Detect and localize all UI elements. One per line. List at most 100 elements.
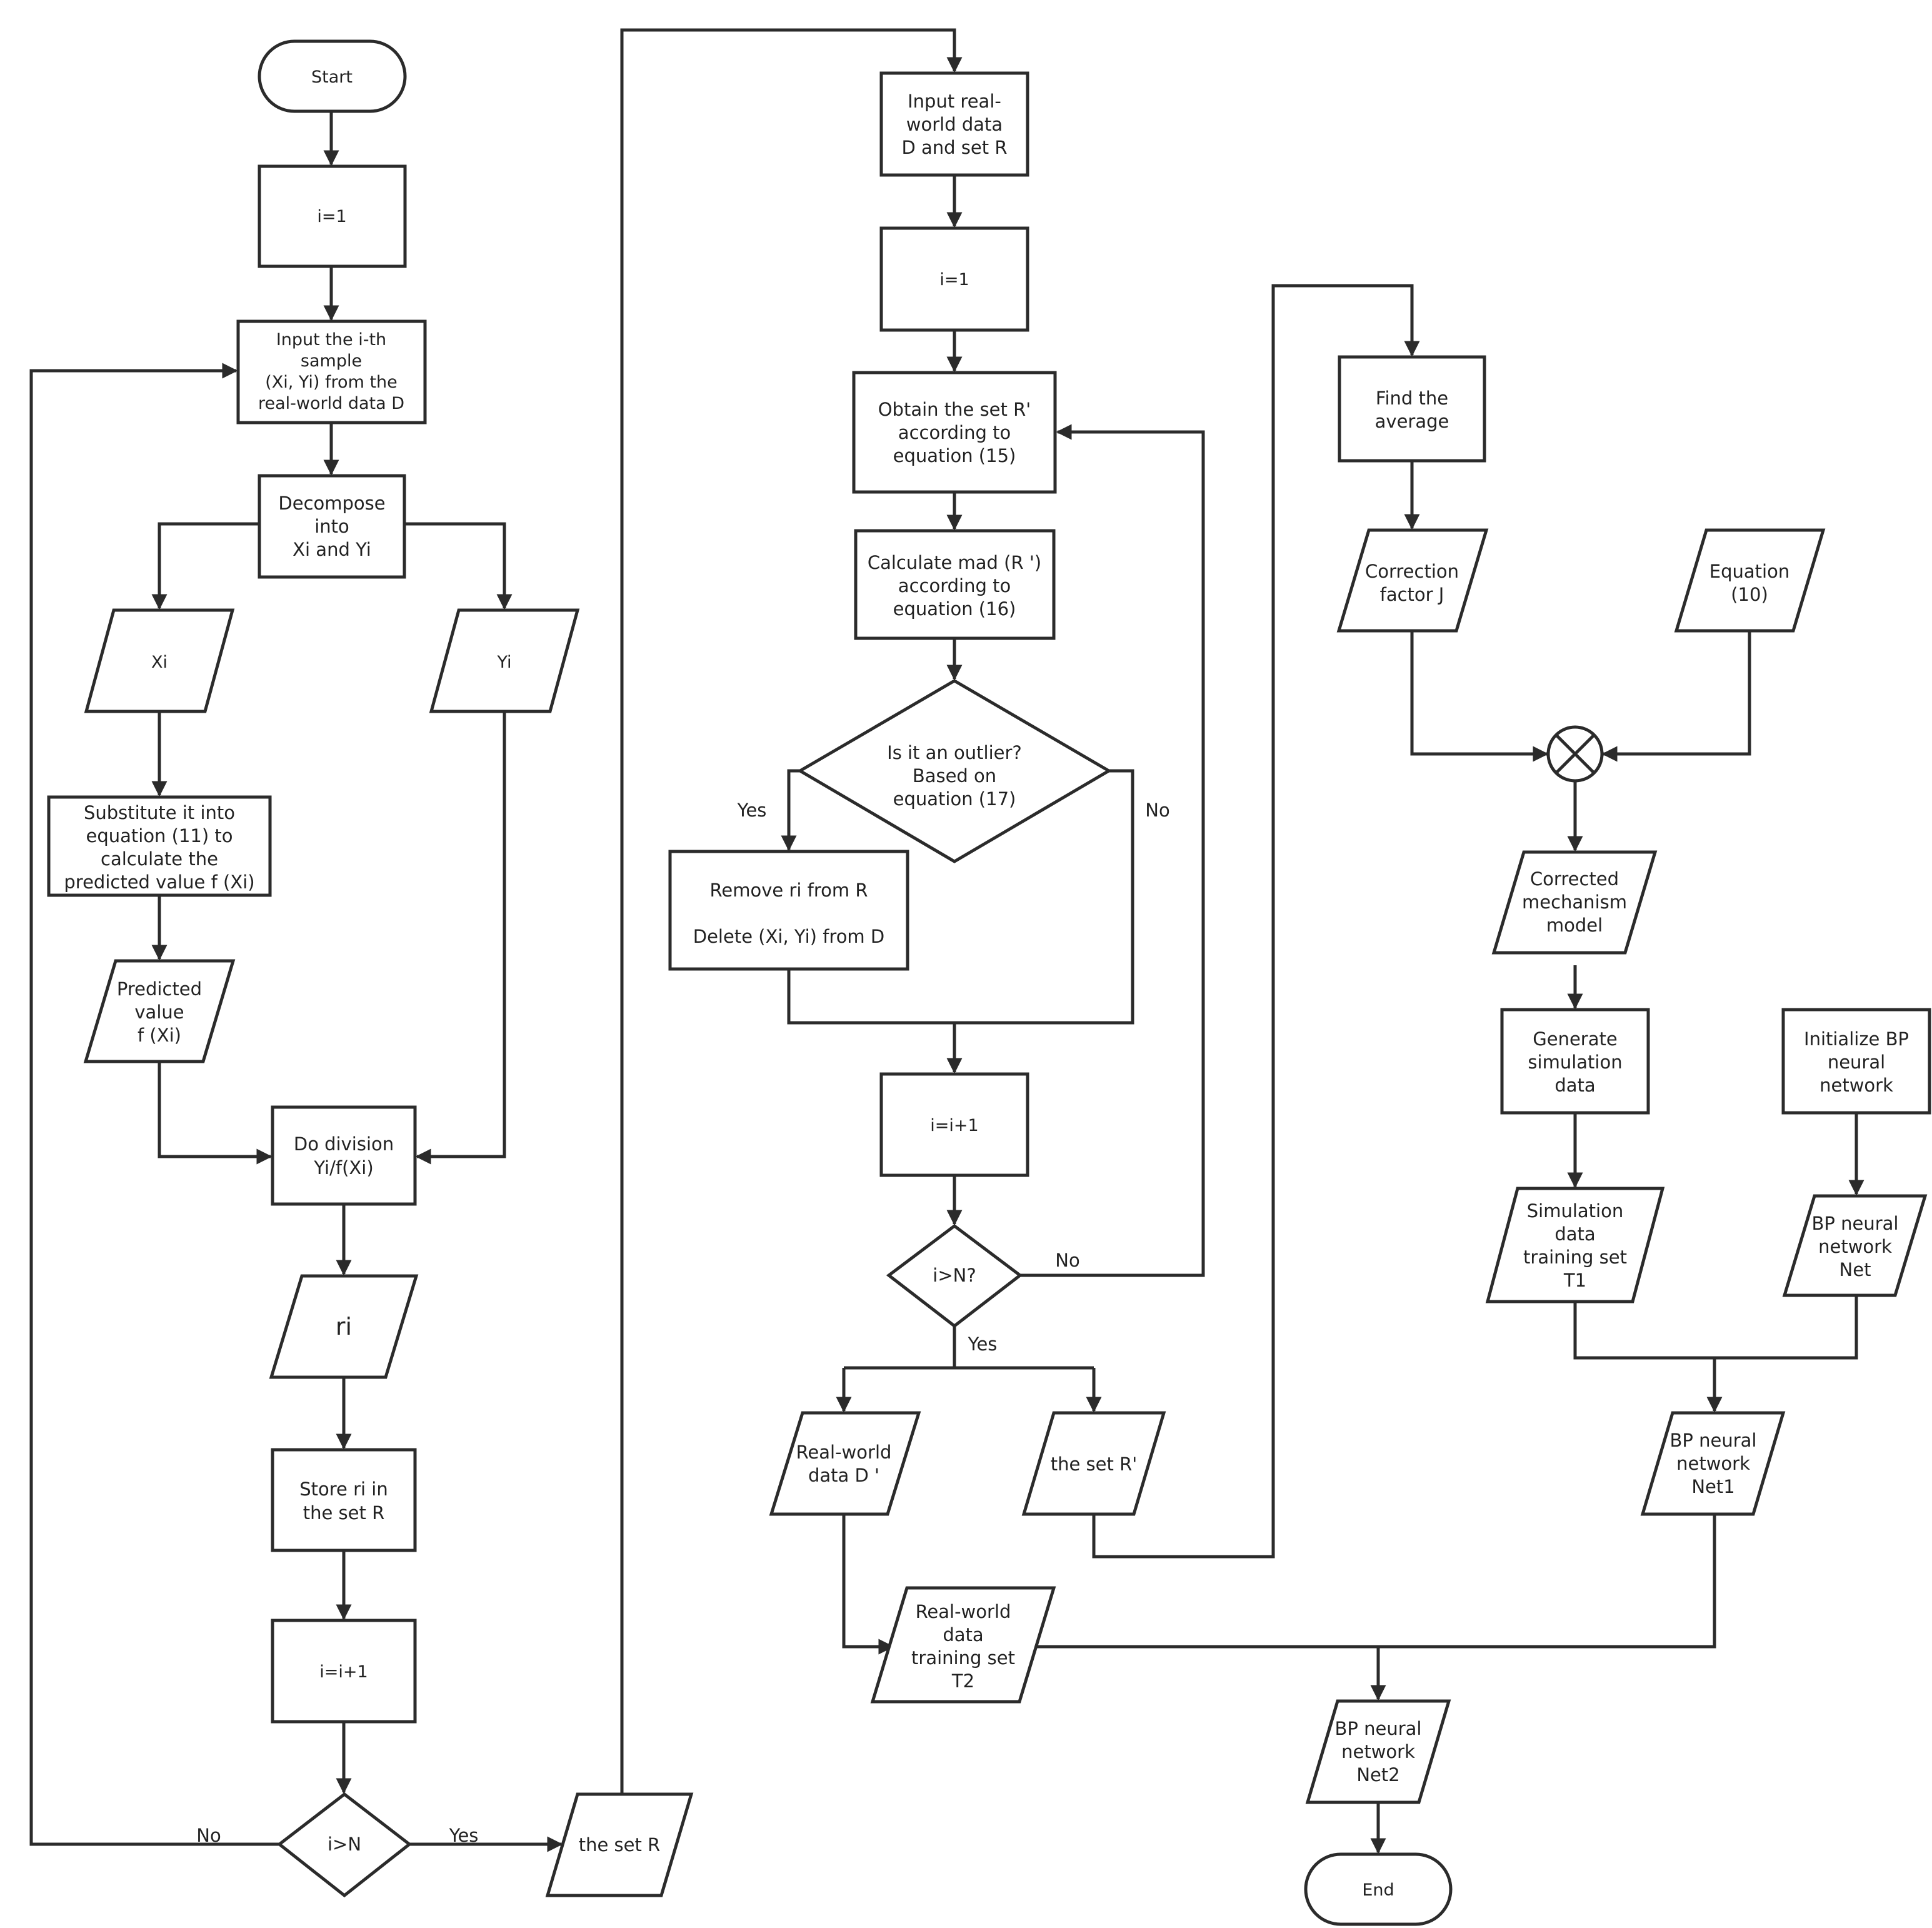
division-process: Do division Yi/f(Xi) <box>271 1105 417 1206</box>
edge-t1-merge <box>1573 1295 1858 1360</box>
node-text: data <box>1554 1075 1595 1096</box>
node-text: i=1 <box>939 270 969 289</box>
edge-net1-join <box>1378 1514 1716 1649</box>
equation10-data: Equation (10) <box>1674 528 1826 633</box>
initialize-bp-process: Initialize BP neural network <box>1781 1008 1931 1115</box>
node-text: training set <box>1523 1247 1627 1268</box>
edge-decompose-yi <box>404 522 513 610</box>
check1-yes-label: Yes <box>449 1825 479 1846</box>
node-text: factor J <box>1380 584 1444 605</box>
node-text: (10) <box>1731 584 1768 605</box>
node-text: Start <box>311 68 353 87</box>
edges <box>29 28 1864 1854</box>
node-text: the set R <box>579 1834 661 1855</box>
xi-data: Xi <box>84 608 235 713</box>
node-text: Net2 <box>1356 1764 1399 1785</box>
check2-yes-label: Yes <box>968 1333 998 1355</box>
node-text: i>N <box>328 1834 361 1855</box>
edge-outlier-yes-remove <box>781 769 800 851</box>
node-text: Xi and Yi <box>293 539 371 560</box>
node-text: End <box>1362 1880 1394 1900</box>
input-real-data-process: Input real- world data D and set R <box>879 71 1029 177</box>
store-process: Store ri in the set R <box>271 1448 417 1552</box>
multiply-junction <box>1546 725 1604 783</box>
check1-no-label: No <box>196 1825 221 1846</box>
node-text: Yi/f(Xi) <box>313 1157 373 1178</box>
node-text: according to <box>898 422 1011 443</box>
bp-net1-data: BP neural network Net1 <box>1640 1411 1786 1516</box>
node-text: data <box>943 1624 983 1645</box>
node-text: equation (16) <box>893 598 1016 620</box>
edge-remove-inc2 <box>787 969 963 1074</box>
node-text: Based on <box>913 765 996 786</box>
check2-decision: i>N? <box>886 1223 1023 1328</box>
node-text: data D ' <box>808 1465 879 1486</box>
set-r-prime-data: the set R' <box>1021 1411 1166 1516</box>
node-text: Net1 <box>1691 1476 1734 1497</box>
node-text: ri <box>336 1313 352 1340</box>
yi-data: Yi <box>429 608 580 713</box>
node-text: according to <box>898 575 1011 596</box>
edge-factor-mult <box>1410 631 1549 762</box>
node-text: data <box>1554 1223 1595 1245</box>
node-text: i=i+1 <box>319 1662 368 1682</box>
input-sample-process: Input the i-th sample (Xi, Yi) from the … <box>236 319 427 424</box>
edge-setr-inputreal <box>620 28 963 1794</box>
node-text: T2 <box>951 1670 974 1692</box>
edge-setr2-average <box>1092 284 1420 1559</box>
edge-check1-no-loop <box>29 363 279 1846</box>
check2-no-label: No <box>1055 1250 1079 1271</box>
bp-net2-data: BP neural network Net2 <box>1305 1699 1451 1804</box>
node-text: the set R' <box>1051 1454 1137 1475</box>
node-text: Yi <box>496 653 511 672</box>
node-text: Real-world <box>916 1601 1011 1622</box>
edge-t2-net2 <box>1036 1645 1386 1701</box>
node-text: Input the i-th <box>276 330 386 349</box>
edge-labels: No Yes Yes No No Yes <box>196 800 1169 1846</box>
node-text: equation (17) <box>893 788 1016 810</box>
corrected-model-data: Corrected mechanism model <box>1491 850 1658 955</box>
node-text: Obtain the set R' <box>878 399 1031 420</box>
obtain-set-process: Obtain the set R' according to equation … <box>852 371 1057 494</box>
node-text: network <box>1818 1236 1892 1257</box>
node-text: Remove ri from R <box>710 880 868 901</box>
node-text: into <box>314 516 349 537</box>
node-text: equation (15) <box>893 445 1016 466</box>
node-text: Correction <box>1365 561 1459 582</box>
init-i2-process: i=1 <box>879 226 1029 332</box>
node-text: Simulation <box>1527 1200 1623 1222</box>
outlier-yes-label: Yes <box>737 800 767 821</box>
real-world-data-d2: Real-world data D ' <box>769 1411 921 1516</box>
node-text: Predicted <box>117 978 202 1000</box>
edge-yi-division <box>415 711 506 1165</box>
edge-datad2-t2 <box>842 1514 894 1655</box>
nodes: Start i=1 Input the i-th sample (Xi, Yi)… <box>47 39 1931 1926</box>
find-average-process: Find the average <box>1338 355 1486 463</box>
mad-process: Calculate mad (R ') according to equatio… <box>854 529 1056 640</box>
node-text: network <box>1676 1453 1750 1474</box>
node-text: i>N? <box>933 1265 976 1286</box>
node-text: real-world data D <box>258 394 404 413</box>
node-text: Find the <box>1376 388 1448 409</box>
edge-check2-no-loop <box>1020 424 1205 1277</box>
outlier-no-label: No <box>1145 800 1169 821</box>
end-terminal: End <box>1304 1852 1453 1926</box>
node-text: Substitute it into <box>84 802 235 823</box>
node-text: T1 <box>1563 1270 1586 1291</box>
node-text: Net <box>1839 1259 1871 1280</box>
increment1-process: i=i+1 <box>271 1619 417 1724</box>
node-text: simulation <box>1528 1052 1622 1073</box>
node-text: world data <box>906 114 1003 135</box>
ri-data: ri <box>269 1274 419 1379</box>
remove-process: Remove ri from R Delete (Xi, Yi) from D <box>668 850 909 971</box>
node-text: i=i+1 <box>930 1116 978 1135</box>
node-text: Equation <box>1709 561 1789 582</box>
node-text: equation (11) to <box>86 825 233 846</box>
simulation-t1-data: Simulation data training set T1 <box>1485 1187 1665 1303</box>
increment2-process: i=i+1 <box>879 1072 1029 1177</box>
node-text: BP neural <box>1812 1213 1899 1234</box>
edge-decompose-xi <box>151 522 259 610</box>
bp-net-data: BP neural network Net <box>1782 1194 1928 1297</box>
node-text: Calculate mad (R ') <box>868 552 1041 573</box>
